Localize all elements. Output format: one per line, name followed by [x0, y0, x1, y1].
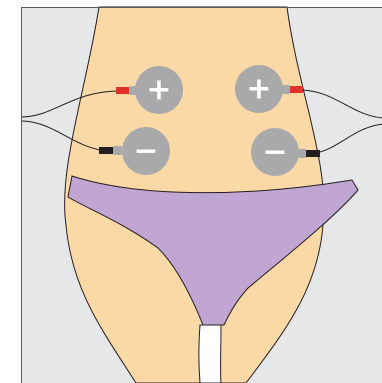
negative-symbol: −	[262, 135, 287, 170]
connector-right-positive	[282, 85, 303, 94]
connector-right-negative	[297, 149, 320, 158]
electrode-positive-right: +	[235, 65, 283, 113]
negative-symbol: −	[133, 134, 158, 169]
electrode-negative-right: −	[251, 128, 299, 176]
connector-left-positive	[116, 86, 137, 95]
positive-symbol: +	[246, 72, 271, 107]
thigh-gap	[199, 325, 221, 383]
electrode-positive-left: +	[135, 66, 183, 114]
positive-symbol: +	[146, 73, 171, 108]
electrode-negative-left: −	[122, 127, 170, 175]
connector-left-negative	[99, 146, 122, 155]
